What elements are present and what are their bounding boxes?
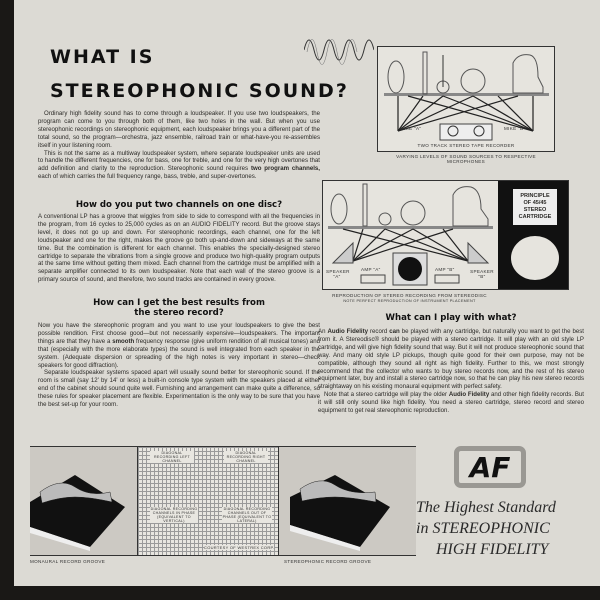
- heading-line: How can I get the best results from: [93, 298, 265, 308]
- paragraph: An Audio Fidelity record can be played w…: [318, 328, 584, 391]
- audio-fidelity-logo: AF: [454, 446, 526, 488]
- emphasis: smooth: [112, 337, 135, 345]
- monaural-caption: MONAURAL RECORD GROOVE: [30, 559, 106, 564]
- groove-illustration-strip: DIAGONAL RECORDING LEFT CHANNEL DIAGONAL…: [30, 446, 416, 556]
- speaker-a-label: SPEAKER "A": [326, 269, 350, 279]
- paragraph: A conventional LP has a groove that wigg…: [38, 213, 320, 284]
- stereo-reproduction-diagram: SPEAKER "A" SPEAKER "B" AMP "A" AMP "B" …: [322, 180, 569, 290]
- grid-label: DIAGONAL RECORDING RIGHT CHANNEL: [224, 451, 268, 463]
- title-line-2: STEREOPHONIC SOUND?: [50, 80, 349, 102]
- emphasis: Audio Fidelity: [448, 391, 490, 399]
- section3-heading: What can I play with what?: [385, 313, 517, 323]
- principle-45-45-label: PRINCIPLE OF 45/45 STEREO CARTRIDGE: [513, 189, 557, 225]
- text: each of which carries the full frequency…: [38, 173, 257, 181]
- text: frequency response (give uniform renditi…: [38, 337, 320, 369]
- recording-grid-chart: DIAGONAL RECORDING LEFT CHANNEL DIAGONAL…: [137, 447, 279, 555]
- emphasis: can: [389, 328, 400, 335]
- stereophonic-groove-illustration: [290, 475, 390, 551]
- paragraph: Note that a stereo cartridge will play t…: [318, 391, 584, 415]
- mike-a-label: MIKE "A": [400, 126, 422, 131]
- tagline-line-2: in STEREOPHONIC: [416, 520, 550, 537]
- tagline-line-3: HIGH FIDELITY: [436, 541, 549, 558]
- courtesy-credit: COURTESY OF WESTREX CORP.: [204, 545, 275, 550]
- amp-a-label: AMP "A": [361, 267, 381, 272]
- section1-heading: How do you put two channels on one disc?: [75, 200, 283, 210]
- emphasis: two program channels,: [250, 165, 320, 173]
- mike-b-label: MIKE "B": [504, 126, 526, 131]
- section2-text: Now you have the stereophonic program an…: [38, 322, 320, 409]
- text: An: [318, 328, 326, 335]
- text: be played with any cartridge, but natura…: [318, 328, 585, 391]
- text: and other high fidelity records. But it …: [318, 391, 584, 415]
- heading-line: the stereo record?: [134, 308, 224, 318]
- title-line-1: WHAT IS: [50, 46, 155, 68]
- grid-label: DIAGONAL RECORDING CHANNELS OUT OF PHASE…: [222, 507, 272, 523]
- amp-b-label: AMP "B": [435, 267, 455, 272]
- diagram2-caption: REPRODUCTION OF STEREO RECORDING FROM ST…: [332, 293, 487, 298]
- diagram1-caption: VARYING LEVELS OF SOUND SOURCES TO RESPE…: [396, 154, 536, 164]
- speakers-amps-illustration: [328, 183, 493, 286]
- paragraph: Now you have the stereophonic program an…: [38, 322, 320, 369]
- text: Note that a stereo cartridge will play t…: [324, 391, 448, 399]
- section1-text: A conventional LP has a groove that wigg…: [38, 213, 320, 284]
- section3-text: An Audio Fidelity record can be played w…: [318, 328, 584, 415]
- intro-paragraph: Ordinary high fidelity sound has to come…: [38, 110, 320, 149]
- text: Now you have the stereophonic program an…: [38, 322, 320, 345]
- speaker-b-label: SPEAKER "B": [470, 269, 494, 279]
- album-back-cover: WHAT IS STEREOPHONIC SOUND? Ordinary hig…: [14, 0, 600, 586]
- intro-text: Ordinary high fidelity sound has to come…: [38, 110, 320, 181]
- sound-wave-decoration: [304, 39, 374, 65]
- emphasis: Audio Fidelity: [327, 328, 369, 335]
- tagline-line-1: The Highest Standard: [416, 499, 556, 516]
- diagram2-subcaption: NOTE PERFECT REPRODUCTION OF INSTRUMENT …: [343, 299, 476, 303]
- text: This is not the same as a multiway louds…: [38, 149, 320, 173]
- grid-label: DIAGONAL RECORDING LEFT CHANNEL: [150, 451, 194, 463]
- cartridge-closeup: [511, 236, 559, 280]
- text: record: [370, 328, 388, 335]
- paragraph: Separate loudspeaker systems spaced apar…: [38, 369, 320, 409]
- tape-recorder-diagram: MIKE "A" MIKE "B" TWO TRACK STEREO TAPE …: [377, 46, 555, 152]
- stereophonic-caption: STEREOPHONIC RECORD GROOVE: [284, 559, 372, 564]
- grid-label: DIAGONAL RECORDING CHANNELS IN PHASE (EQ…: [150, 507, 198, 523]
- reproduction-panel: SPEAKER "A" SPEAKER "B" AMP "A" AMP "B": [323, 181, 498, 289]
- logo-text: AF: [469, 450, 511, 484]
- instruments-microphones-illustration: [384, 51, 549, 141]
- monaural-groove-illustration: [30, 475, 125, 551]
- recorder-label: TWO TRACK STEREO TAPE RECORDER: [417, 143, 515, 148]
- intro-paragraph: This is not the same as a multiway louds…: [38, 150, 320, 182]
